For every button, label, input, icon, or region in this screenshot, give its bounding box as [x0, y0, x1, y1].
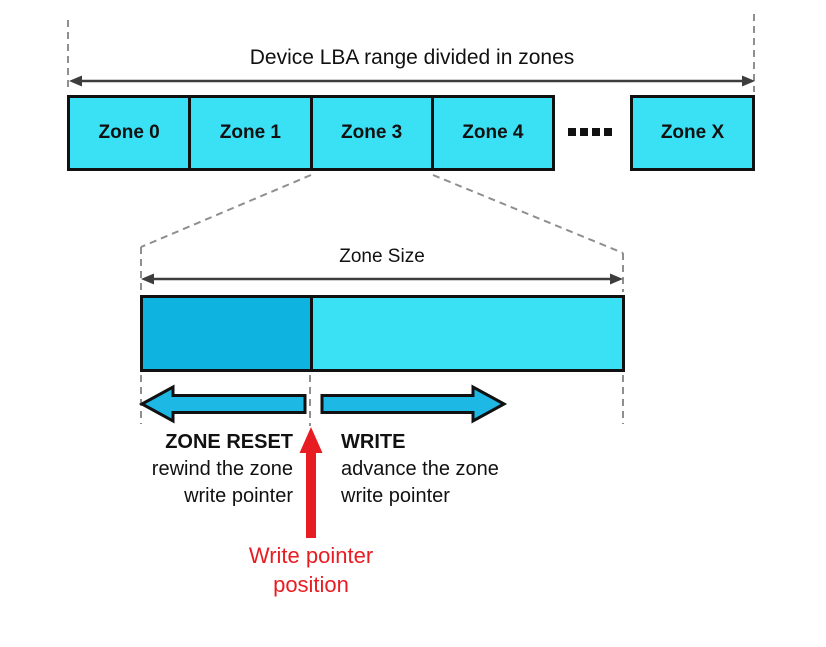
zone-size-label: Zone Size — [339, 246, 425, 267]
zone-reset-label-block: ZONE RESET rewind the zone write pointer — [93, 429, 293, 510]
zone-reset-left-arrow-icon — [138, 384, 307, 424]
ellipsis-dot — [580, 128, 588, 136]
zone-written-region — [143, 298, 313, 369]
write-pointer-label-line2: position — [273, 572, 349, 597]
write-pointer-label-line1: Write pointer — [248, 543, 374, 568]
write-right-arrow-icon — [320, 384, 508, 424]
zone-reset-title: ZONE RESET — [165, 431, 293, 453]
ellipsis-dot — [568, 128, 576, 136]
lba-range-arrowhead-left — [69, 75, 82, 87]
write-desc-line1: advance the zone — [341, 458, 499, 480]
write-title: WRITE — [341, 431, 406, 453]
zone-x-box: Zone X — [630, 95, 755, 171]
device-lba-range-title: Device LBA range divided in zones — [249, 46, 575, 69]
zone-reset-desc-line1: rewind the zone — [151, 458, 293, 480]
write-pointer-up-arrow-icon — [299, 427, 323, 538]
zone-reset-desc-line2: write pointer — [184, 485, 293, 507]
zone-3-box: Zone 3 — [309, 98, 431, 168]
zone-4-box: Zone 4 — [430, 98, 552, 168]
write-label-block: WRITE advance the zone write pointer — [341, 429, 571, 510]
zone-strip: Zone 0 Zone 1 Zone 3 Zone 4 — [67, 95, 555, 171]
ellipsis-dot — [592, 128, 600, 136]
zone-empty-region — [313, 298, 622, 369]
zone-size-arrowhead-right — [610, 273, 623, 285]
zoom-diagonal-right-dashed-line — [432, 174, 624, 254]
ellipsis-dots — [568, 128, 612, 136]
write-desc-line2: write pointer — [341, 485, 450, 507]
zone-1-box: Zone 1 — [188, 98, 309, 168]
lba-range-arrowhead-right — [742, 75, 755, 87]
write-pointer-position-label: Write pointer position — [161, 541, 461, 599]
zone-0-box: Zone 0 — [98, 122, 160, 143]
zone-size-arrowhead-left — [141, 273, 154, 285]
zoomed-zone-rect — [140, 295, 625, 372]
ellipsis-dot — [604, 128, 612, 136]
zoom-diagonal-left-dashed-line — [140, 174, 312, 248]
